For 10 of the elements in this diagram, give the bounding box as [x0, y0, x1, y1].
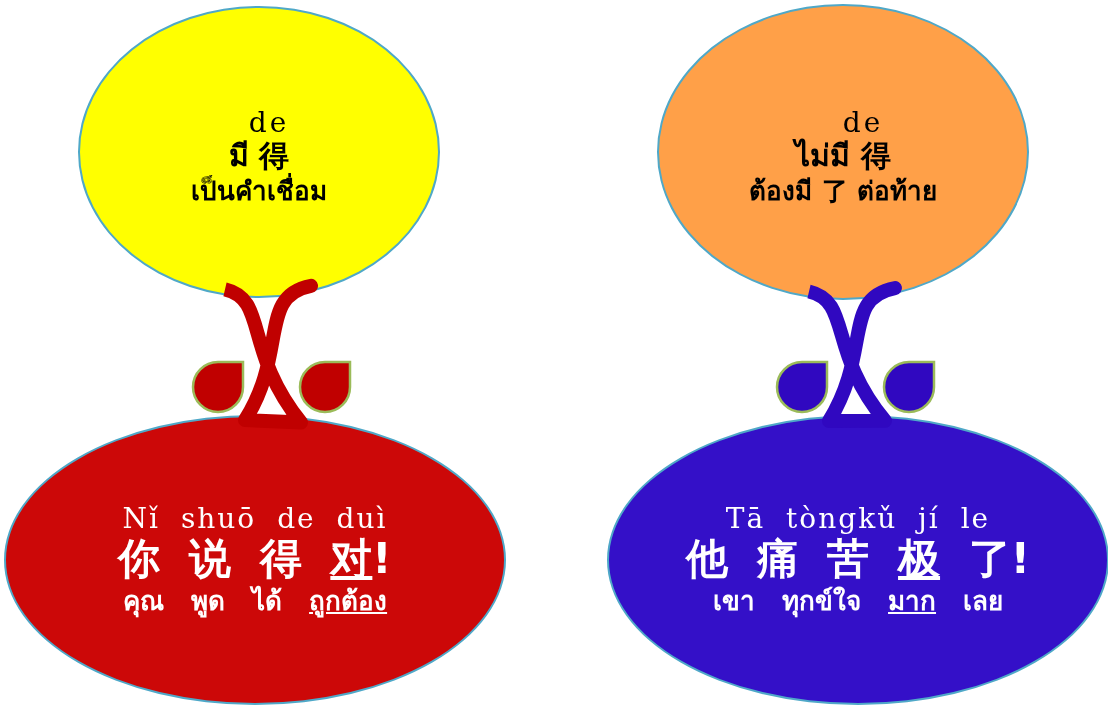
text-line: Tā tòngkǔ jí le	[725, 502, 991, 535]
text-line: ต้องมี 了 ต่อท้าย	[749, 177, 937, 208]
text-line: 你 说 得 对!	[118, 535, 392, 584]
text-line: มี 得	[228, 138, 290, 173]
text-line: Nǐ shuō de duì	[122, 502, 388, 535]
text-line: de	[842, 106, 884, 139]
text-line: เขา ทุกข์ใจ มาก เลย	[712, 587, 1004, 618]
text-line: คุณ พูด ได้ ถูกต้อง	[122, 587, 388, 618]
text-line: de	[248, 106, 290, 139]
text-line: 他 痛 苦 极 了!	[686, 535, 1030, 584]
